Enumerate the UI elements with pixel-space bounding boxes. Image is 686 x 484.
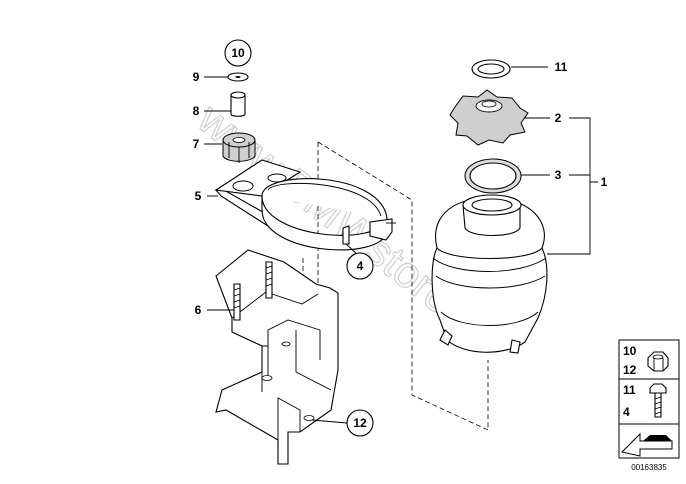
- rubber-mount: [222, 132, 256, 163]
- leader-12: [311, 419, 348, 424]
- legend-label-11: 11: [623, 383, 636, 397]
- spacer-sleeve: [230, 91, 246, 117]
- callout-1: 1: [601, 175, 608, 189]
- callout-4: 4: [357, 259, 364, 273]
- diagram-number: 00163835: [631, 463, 667, 472]
- legend-label-10: 10: [623, 344, 637, 358]
- callout-9: 9: [193, 70, 200, 84]
- mounting-bracket: [215, 249, 339, 465]
- seal-ring: [464, 158, 522, 194]
- o-ring-small: [471, 59, 511, 79]
- callout-10: 10: [231, 46, 245, 60]
- callout-7: 7: [193, 137, 200, 151]
- washer-part: [227, 72, 249, 82]
- callout-11: 11: [555, 60, 568, 74]
- screw-part-4: [342, 225, 350, 245]
- callout-circle-12: [346, 409, 374, 437]
- callout-2: 2: [555, 111, 562, 125]
- callout-circle-4: [346, 252, 374, 280]
- reservoir-cap: [449, 89, 529, 146]
- callout-3: 3: [555, 168, 562, 182]
- leader-1-bracket: [547, 117, 598, 255]
- callout-5: 5: [195, 189, 202, 203]
- leader-4: [345, 243, 358, 255]
- callout-8: 8: [193, 104, 200, 118]
- callout-6: 6: [195, 303, 202, 317]
- legend-label-12: 12: [623, 363, 637, 377]
- callout-12: 12: [353, 416, 367, 430]
- bolt-icon: [649, 383, 667, 418]
- tank-holder: [214, 159, 396, 251]
- hardware-legend: 10 12 11 4: [618, 339, 680, 459]
- nut-icon: [647, 351, 669, 372]
- arrow-icon: [621, 432, 673, 457]
- callout-circle-10: [224, 39, 252, 67]
- legend-label-4: 4: [623, 405, 630, 419]
- expansion-tank: [431, 194, 548, 354]
